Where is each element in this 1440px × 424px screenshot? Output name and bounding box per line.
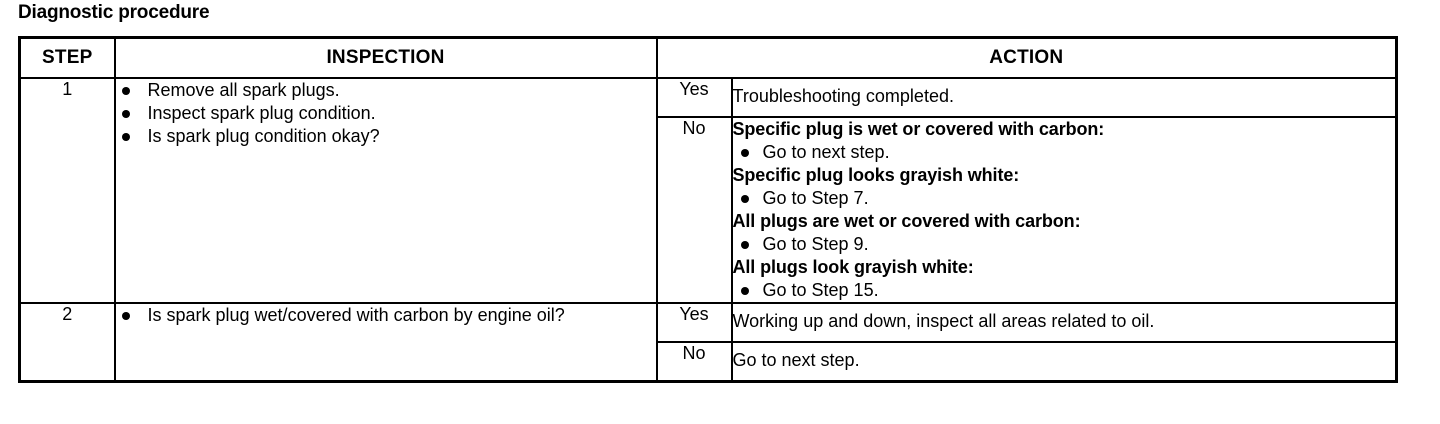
table-header-row: STEP INSPECTION ACTION xyxy=(18,36,1398,79)
inspection-cell: Is spark plug wet/covered with carbon by… xyxy=(113,302,658,383)
list-item: Remove all spark plugs. xyxy=(116,79,656,102)
inspection-bullet-list: Remove all spark plugs. Inspect spark pl… xyxy=(116,79,656,148)
action-group-heading: All plugs look grayish white: xyxy=(732,257,974,277)
page-title: Diagnostic procedure xyxy=(18,2,210,23)
inspection-cell: Remove all spark plugs. Inspect spark pl… xyxy=(113,77,658,304)
judgment-cell-yes: Yes xyxy=(655,302,733,343)
list-item: Is spark plug wet/covered with carbon by… xyxy=(116,304,656,327)
action-group-heading: Specific plug looks grayish white: xyxy=(732,165,1020,185)
column-header-inspection: INSPECTION xyxy=(113,36,658,79)
list-item: Is spark plug condition okay? xyxy=(116,125,656,148)
list-item: Inspect spark plug condition. xyxy=(116,102,656,125)
action-cell: Go to next step. xyxy=(730,341,1398,383)
action-group-heading: All plugs are wet or covered with carbon… xyxy=(732,211,1081,231)
action-group-item: Go to Step 9. xyxy=(733,233,1396,256)
table-row: No Specific plug is wet or covered with … xyxy=(20,116,1398,304)
action-group: All plugs look grayish white: Go to Step… xyxy=(733,256,1396,302)
action-group: Specific plug looks grayish white: Go to… xyxy=(733,164,1396,210)
inspection-bullet-list: Is spark plug wet/covered with carbon by… xyxy=(116,304,656,327)
action-group: All plugs are wet or covered with carbon… xyxy=(733,210,1396,256)
column-header-action: ACTION xyxy=(655,36,1398,79)
table-row: 2 Is spark plug wet/covered with carbon … xyxy=(18,302,1398,383)
action-group-item: Go to next step. xyxy=(733,141,1396,164)
judgment-cell-no: No xyxy=(655,341,733,383)
judgment-cell-yes: Yes xyxy=(655,77,733,118)
step-number-cell: 2 xyxy=(18,302,116,383)
action-group: Specific plug is wet or covered with car… xyxy=(733,118,1396,164)
diagnostic-procedure-table: STEP INSPECTION ACTION 1 Remove all spar… xyxy=(18,36,1398,383)
action-cell: Working up and down, inspect all areas r… xyxy=(730,302,1398,343)
action-group-item: Go to Step 7. xyxy=(733,187,1396,210)
action-cell: Troubleshooting completed. xyxy=(730,77,1398,118)
action-cell: Specific plug is wet or covered with car… xyxy=(730,116,1398,304)
table-row: 1 Remove all spark plugs. Inspect spark … xyxy=(18,77,1398,304)
judgment-cell-no: No xyxy=(655,116,733,304)
action-group-item: Go to Step 15. xyxy=(733,279,1396,302)
action-group-heading: Specific plug is wet or covered with car… xyxy=(732,119,1105,139)
column-header-step: STEP xyxy=(18,36,116,79)
step-number-cell: 1 xyxy=(18,77,116,304)
table-row: No Go to next step. xyxy=(20,341,1398,383)
